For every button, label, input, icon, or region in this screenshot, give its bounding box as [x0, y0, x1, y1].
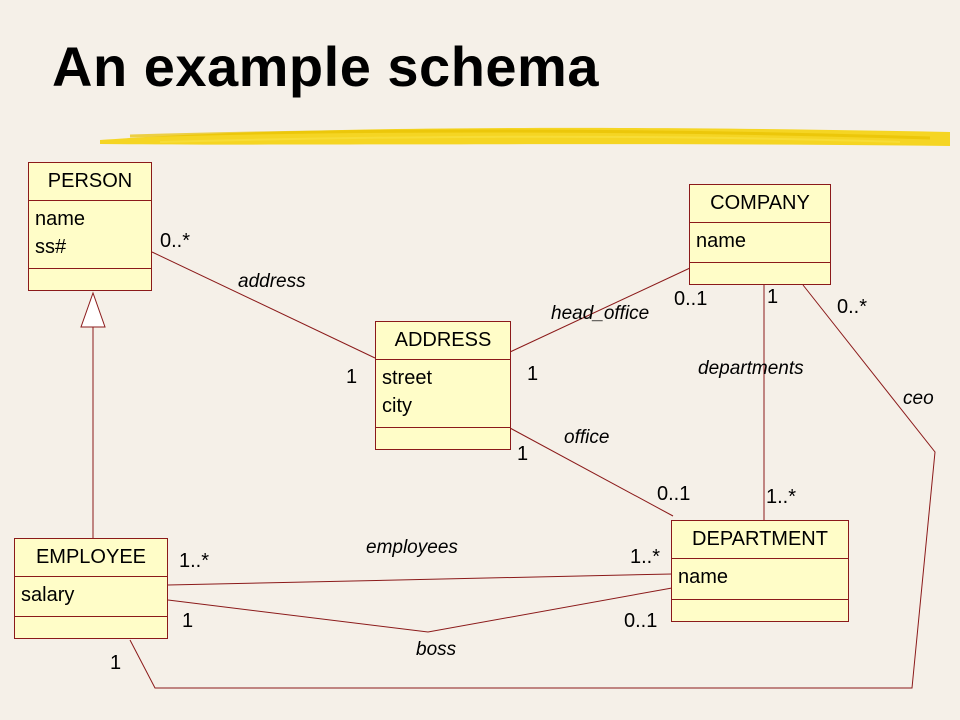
attribute: name	[678, 566, 729, 588]
multiplicity-office-address-end: 1	[517, 443, 529, 465]
attribute: salary	[21, 584, 75, 606]
multiplicity-boss-department-end: 0..1	[624, 610, 658, 632]
class-attributes: name	[690, 223, 830, 263]
address-association-line	[151, 251, 376, 359]
association-label-office: office	[564, 427, 610, 448]
attribute: name	[696, 230, 747, 252]
association-label-boss: boss	[416, 639, 457, 660]
class-address[interactable]: ADDRESS street city	[375, 321, 511, 450]
association-label-address: address	[238, 271, 306, 292]
multiplicity-office-department-end: 0..1	[657, 483, 691, 505]
multiplicity-employees-department-end: 1..*	[630, 546, 661, 568]
class-attributes: salary	[15, 577, 167, 617]
page-title: An example schema	[52, 35, 599, 98]
association-label-ceo: ceo	[903, 388, 934, 409]
multiplicity-departments-company-end: 1	[767, 286, 779, 308]
class-company[interactable]: COMPANY name	[689, 184, 831, 285]
class-name: DEPARTMENT	[672, 521, 848, 559]
class-name: EMPLOYEE	[15, 539, 167, 577]
multiplicity-ceo-employee-end: 1	[110, 652, 122, 674]
multiplicity-address-person-end: 0..*	[160, 230, 191, 252]
multiplicity-ceo-company-end: 0..*	[837, 296, 868, 318]
class-attributes: street city	[376, 360, 510, 428]
association-label-departments: departments	[698, 358, 804, 379]
attribute: name	[35, 208, 86, 230]
class-name: PERSON	[29, 163, 151, 201]
employees-association-line	[167, 573, 673, 586]
office-association-line	[509, 427, 674, 517]
multiplicity-employees-employee-end: 1..*	[179, 550, 210, 572]
attribute: ss#	[35, 236, 67, 258]
association-label-employees: employees	[366, 537, 458, 558]
multiplicity-head-office-company-end: 0..1	[674, 288, 708, 310]
head-office-association-line	[509, 267, 691, 353]
class-attributes: name	[672, 559, 848, 600]
attribute: street	[382, 367, 433, 389]
boss-association-line	[167, 587, 673, 633]
ceo-association-line	[129, 284, 936, 689]
multiplicity-head-office-address-end: 1	[527, 363, 539, 385]
class-attributes: name ss#	[29, 201, 151, 269]
attribute: city	[382, 395, 412, 417]
class-name: ADDRESS	[376, 322, 510, 360]
association-label-head-office: head_office	[551, 303, 650, 324]
multiplicity-departments-department-end: 1..*	[766, 486, 797, 508]
highlighter-stroke	[100, 127, 950, 146]
class-name: COMPANY	[690, 185, 830, 223]
class-person[interactable]: PERSON name ss#	[28, 162, 152, 291]
generalization-arrow	[80, 291, 106, 328]
class-employee[interactable]: EMPLOYEE salary	[14, 538, 168, 639]
class-department[interactable]: DEPARTMENT name	[671, 520, 849, 622]
multiplicity-address-address-end: 1	[346, 366, 358, 388]
multiplicity-boss-employee-end: 1	[182, 610, 194, 632]
